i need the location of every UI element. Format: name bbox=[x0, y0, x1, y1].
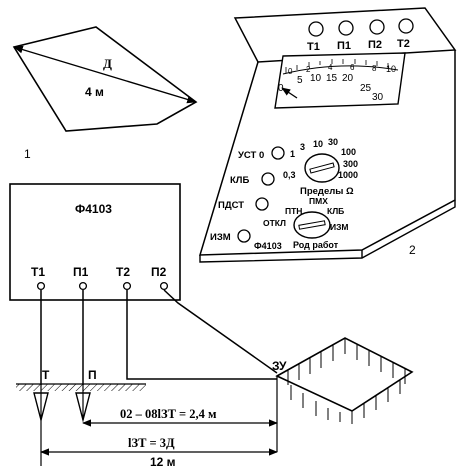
instrument-box: Ф4103 Т1 П1 Т2 П2 bbox=[9, 183, 181, 301]
meter-bottom-5: 5 bbox=[297, 75, 303, 86]
meter-window bbox=[274, 52, 406, 109]
limit-100: 100 bbox=[341, 147, 356, 157]
dimension-lines: 02 – 08lЗТ = 2,4 м lЗТ = 3Д 12 м bbox=[40, 407, 278, 469]
fig2-terminal-label-p1: П1 bbox=[337, 40, 351, 52]
meter-bottom-20: 20 bbox=[342, 73, 354, 84]
button-label-klb: КЛБ bbox=[230, 175, 249, 186]
terminal-label-t1: Т1 bbox=[31, 265, 45, 279]
terminal-t1 bbox=[36, 281, 46, 291]
meter-top-10: 10 bbox=[386, 64, 396, 74]
button-label-izm: ИЗМ bbox=[210, 232, 231, 243]
button-label-pdst: ПДСТ bbox=[218, 200, 244, 211]
mode-pmx: ПМХ bbox=[309, 196, 328, 206]
ground-label: ЗУ bbox=[272, 359, 287, 373]
button-klb bbox=[261, 172, 275, 186]
meter-needle bbox=[281, 87, 298, 99]
fig2-terminal-p1 bbox=[338, 20, 354, 36]
terminal-p1 bbox=[78, 281, 88, 291]
ground-plate-zu: ЗУ bbox=[272, 337, 414, 424]
meter-bottom-10: 10 bbox=[310, 73, 322, 84]
dimension-formula-1: 02 – 08lЗТ = 2,4 м bbox=[120, 407, 217, 421]
button-label-ust0: УСТ 0 bbox=[238, 150, 264, 161]
terminal-p2 bbox=[159, 281, 169, 291]
meter-bottom-25: 25 bbox=[360, 83, 372, 94]
mode-ptn: ПТН bbox=[285, 206, 302, 216]
dimension-total: 12 м bbox=[150, 455, 176, 469]
button-ust0 bbox=[271, 146, 285, 160]
limit-3: 1 bbox=[290, 149, 295, 159]
mode-label: Род работ bbox=[293, 240, 339, 250]
limit-30: 30 bbox=[328, 137, 338, 147]
meter-top-4: 4 bbox=[328, 63, 333, 72]
limits-knob-pointer bbox=[309, 162, 335, 174]
figure-1-plate: Д 4 м bbox=[12, 26, 198, 132]
limit-3b: 3 bbox=[300, 142, 305, 152]
fig2-terminal-p2 bbox=[369, 19, 385, 35]
instrument-title: Ф4103 bbox=[75, 202, 112, 216]
mode-klb: КЛБ bbox=[327, 206, 344, 216]
meter-top-8: 8 bbox=[372, 64, 377, 73]
meter-bottom-30: 30 bbox=[372, 92, 384, 103]
terminal-label-p2: П2 bbox=[151, 265, 167, 279]
wires bbox=[40, 289, 278, 385]
ground-surface bbox=[16, 383, 146, 391]
meter-ticks bbox=[285, 59, 389, 73]
mode-otkl: ОТКЛ bbox=[263, 218, 286, 228]
fig2-terminal-t1 bbox=[308, 21, 324, 37]
fig2-terminal-label-p2: П2 bbox=[368, 39, 382, 51]
diagonal-label: Д bbox=[103, 56, 112, 71]
figure-2-instrument: Т1 П1 П2 Т2 0 2 4 6 8 10 0 5 10 15 20 25… bbox=[198, 7, 457, 263]
button-pdst bbox=[255, 197, 269, 211]
fig2-terminal-t2 bbox=[398, 18, 414, 34]
electrode-p: П bbox=[75, 368, 97, 423]
terminal-label-p1: П1 bbox=[73, 265, 89, 279]
plate-diagonal bbox=[13, 45, 197, 104]
instrument-model-label: Ф4103 bbox=[254, 241, 282, 251]
fig2-terminal-label-t1: Т1 bbox=[307, 41, 320, 53]
terminal-label-t2: Т2 bbox=[116, 265, 130, 279]
mode-izm: ИЗМ bbox=[330, 222, 349, 232]
limit-03: 0,3 bbox=[283, 170, 296, 180]
meter-arc bbox=[282, 65, 399, 75]
figure-2-number: 2 bbox=[409, 243, 416, 257]
limits-label: Пределы Ω bbox=[300, 186, 354, 197]
electrode-t: Т bbox=[33, 368, 50, 423]
meter-top-2: 2 bbox=[306, 65, 311, 74]
diagonal-length: 4 м bbox=[85, 85, 104, 99]
figure-1-number: 1 bbox=[24, 147, 31, 161]
fig2-terminal-label-t2: Т2 bbox=[397, 38, 410, 50]
meter-top-0: 0 bbox=[288, 67, 293, 76]
limit-10: 10 bbox=[313, 139, 323, 149]
meter-top-6: 6 bbox=[350, 63, 355, 72]
plate-outline bbox=[12, 26, 198, 132]
electrode-p-label: П bbox=[88, 368, 97, 382]
plate-spikes bbox=[287, 338, 406, 424]
dimension-formula-2: lЗТ = 3Д bbox=[128, 436, 175, 450]
electrode-t-label: Т bbox=[42, 368, 50, 382]
limit-1000: 1000 bbox=[338, 170, 358, 180]
mode-knob-pointer bbox=[298, 220, 326, 230]
meter-bottom-15: 15 bbox=[326, 73, 338, 84]
limit-300: 300 bbox=[343, 159, 358, 169]
button-izm bbox=[237, 229, 251, 243]
terminal-t2 bbox=[122, 281, 132, 291]
meter-bottom-0: 0 bbox=[278, 83, 284, 94]
